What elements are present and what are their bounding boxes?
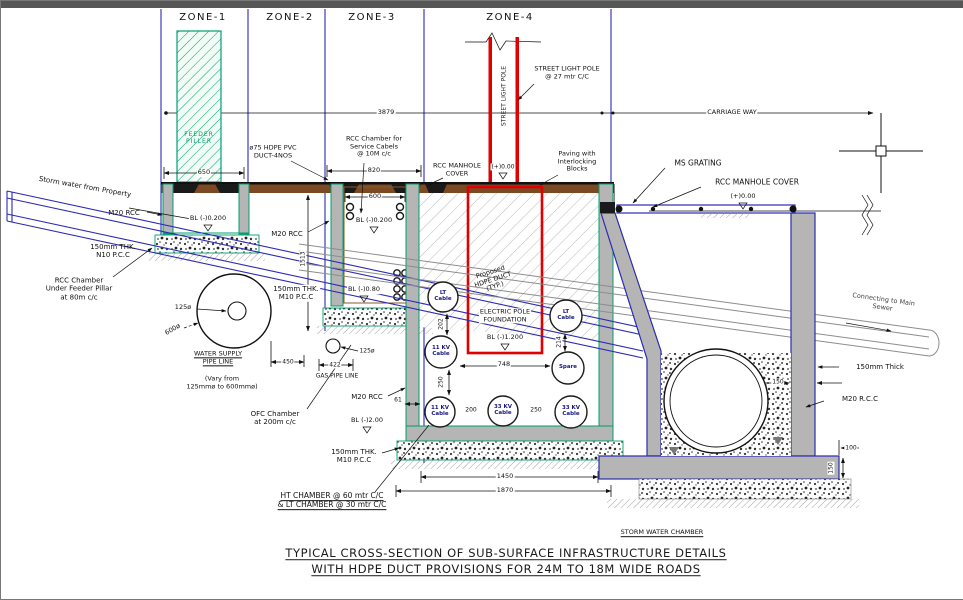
bl-0200-label-1: BL (-)0.200 <box>188 214 228 223</box>
dim-422: 422 <box>328 361 342 369</box>
water-supply-pipe-section <box>183 273 305 367</box>
leader-lines <box>112 160 892 493</box>
thk-m10-mid-label: 150mm THK. M10 P.C.C <box>272 284 320 302</box>
dim-202: 202 <box>437 317 445 331</box>
zone-3-label: ZONE-3 <box>348 12 396 24</box>
cable-label-11kv-2: 11 KV Cable <box>430 405 450 417</box>
bl-0200-label-2: BL (-)0.200 <box>354 216 394 225</box>
cable-label-spare: Spare <box>558 364 578 371</box>
rcc-chamber-service-label: RCC Chamber for Service Cabels @ 10M c/c <box>345 134 403 158</box>
top-border-strip <box>1 1 963 8</box>
drawing-title-line-2: WITH HDPE DUCT PROVISIONS FOR 24M TO 18M… <box>311 562 701 577</box>
water-supply-note: (Vary from 125mmø to 600mmø) <box>186 374 258 390</box>
gas-pipe-section <box>318 338 359 371</box>
level-000-right: (+)0.00 <box>730 192 756 201</box>
dia-125-label: 125ø <box>174 303 192 312</box>
thk-n10-label: 150mm THK. N10 P.C.C <box>90 242 136 259</box>
cable-label-11kv-1: 11 KV Cable <box>431 345 451 357</box>
storm-water-chamber-structure <box>598 212 859 508</box>
dim-250-b: 250 <box>529 406 543 414</box>
level-000-mid: (+)0.00 <box>490 163 516 171</box>
dim-3879: 3879 <box>376 108 396 117</box>
m20-rcc-right-label: M20 R.C.C <box>841 394 879 403</box>
street-light-pole-vertical-label: STREET LIGHT POLE <box>500 65 508 127</box>
bl-080-label: BL (-)0.80 <box>346 285 382 294</box>
dim-600: 600 <box>367 192 383 201</box>
carriage-way-label: CARRIAGE WAY <box>706 108 758 117</box>
cable-label-lt-1: LT Cable <box>434 290 452 302</box>
m20-rcc-label-1: M20 RCC <box>108 208 140 217</box>
dim-1870: 1870 <box>495 486 515 495</box>
street-light-pole <box>465 32 542 184</box>
thk-m10-bottom-label: 150mm THK. M10 P.C.C <box>330 447 378 465</box>
dim-1450: 1450 <box>495 472 515 481</box>
cable-label-lt-2: LT Cable <box>557 309 575 321</box>
dim-748: 748 <box>496 360 512 369</box>
storm-water-chamber-label: STORM WATER CHAMBER <box>620 528 704 537</box>
dim-450: 450 <box>281 358 295 366</box>
dim-250-a: 250 <box>437 375 445 389</box>
ht-lt-chamber <box>391 183 629 469</box>
ground-line-right <box>649 194 881 236</box>
gas-pipe-line-label: GAS PIPE LINE <box>315 372 359 380</box>
zone-1-label: ZONE-1 <box>179 12 227 24</box>
rcc-manhole-cover-mid-label: RCC MANHOLE COVER <box>433 161 481 177</box>
crosshair-cursor <box>839 113 923 193</box>
dim-200: 200 <box>464 406 478 414</box>
bl-200-label: BL (-)2.00 <box>349 416 385 425</box>
hdpe-duct-75-label: ø75 HDPE PVC DUCT-4NOS <box>249 143 297 159</box>
paving-label: Paving with Interlocking Blocks <box>557 149 597 173</box>
dim-820: 820 <box>366 166 382 175</box>
dim-214: 214 <box>555 335 563 349</box>
ht-lt-chamber-label: HT CHAMBER @ 60 mtr C/C & LT CHAMBER @ 3… <box>277 491 387 509</box>
cable-label-33kv-1: 33 KV Cable <box>493 404 513 416</box>
dim-150-b: 150 <box>827 461 835 475</box>
ms-grating-bar <box>600 202 797 214</box>
zone-2-label: ZONE-2 <box>266 12 314 24</box>
feeder-pillar <box>176 30 222 183</box>
dim-61: 61 <box>393 396 403 404</box>
electric-pole-foundation <box>466 185 544 355</box>
electric-pole-foundation-label: ELECTRIC POLE FOUNDATION <box>478 307 532 324</box>
street-light-pole-note: STREET LIGHT POLE @ 27 mtr C/C <box>534 64 600 80</box>
rcc-chamber-feeder-label: RCC Chamber Under Feeder Pillar at 80m c… <box>45 276 113 302</box>
dim-1513: 1513 <box>299 250 307 268</box>
ofc-chamber-label: OFC Chamber at 200m c/c <box>250 409 300 426</box>
feeder-pillar-label: FEEDER PILLER <box>184 130 214 145</box>
drawing-title-line-1: TYPICAL CROSS-SECTION OF SUB-SURFACE INF… <box>285 546 727 561</box>
ms-grating-label: MS GRATING <box>674 158 722 168</box>
cable-label-33kv-2: 33 KV Cable <box>561 405 581 417</box>
dim-150-a: 150 <box>771 378 785 386</box>
cable-circles <box>424 281 588 429</box>
m20-rcc-label-2: M20 RCC <box>271 229 303 238</box>
sewer-pipe <box>298 243 940 357</box>
water-supply-label: WATER SUPPLY PIPE LINE <box>193 349 243 365</box>
thick-150mm-label: 150mm Thick <box>856 362 904 371</box>
dim-650: 650 <box>196 168 212 177</box>
dim-100: 100 <box>844 444 858 452</box>
bl-1200-label: BL (-)1.200 <box>485 333 525 342</box>
zone-4-label: ZONE-4 <box>486 12 534 24</box>
gas-dia-125-label: 125ø <box>359 347 375 355</box>
rcc-manhole-cover-right-label: RCC MANHOLE COVER <box>715 177 799 187</box>
m20-rcc-label-3: M20 RCC <box>351 392 383 401</box>
